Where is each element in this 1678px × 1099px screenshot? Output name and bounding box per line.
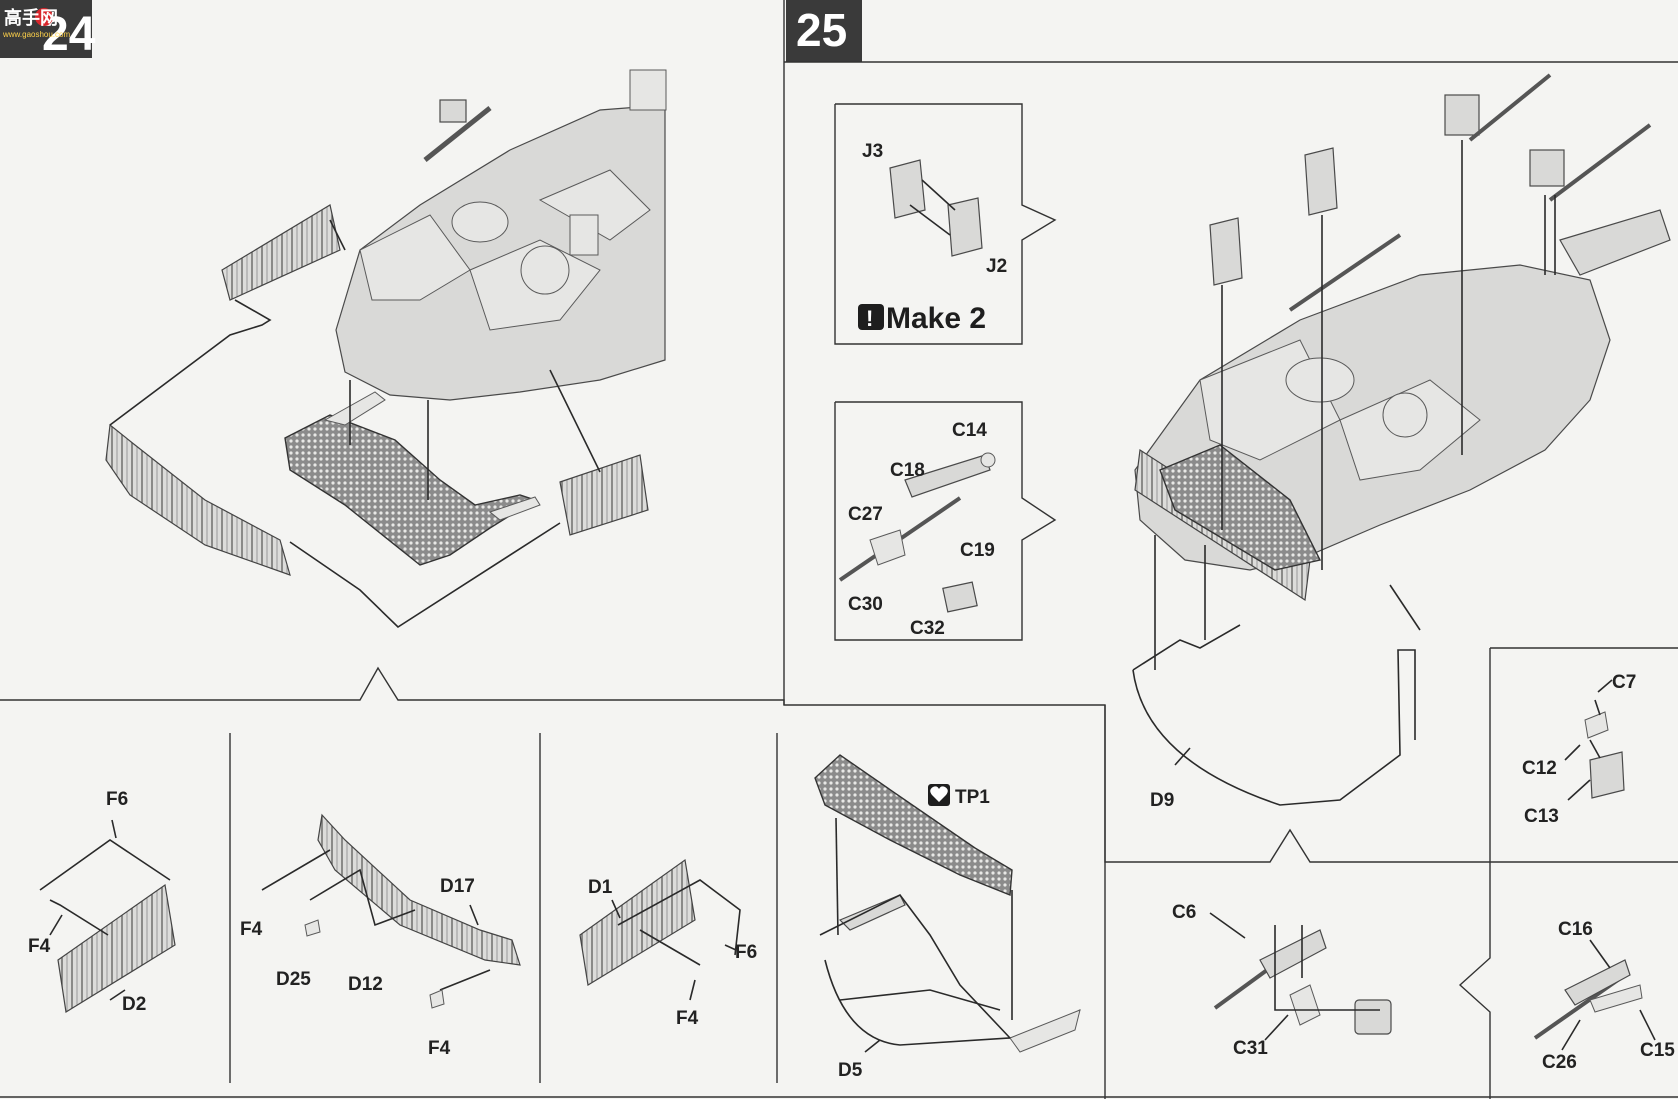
label-c6: C6 (1172, 902, 1196, 923)
label-f4: F4 (240, 919, 263, 940)
exclamation-icon: ! (858, 304, 884, 331)
logo-text: 高手网 (4, 7, 58, 28)
main-left-assembly (105, 69, 667, 629)
label-c7: C7 (1612, 672, 1636, 693)
label-c27: C27 (848, 504, 883, 525)
label-d9: D9 (1150, 790, 1174, 811)
bottom-panel-4: TP1 D5 (814, 754, 1081, 1081)
subassembly-c16: C16 C26 C15 (1533, 919, 1675, 1073)
broken-heart-icon (928, 784, 950, 806)
label-d5: D5 (838, 1060, 863, 1081)
main-right-assembly: D9 (1132, 73, 1671, 811)
label-d17: D17 (440, 876, 475, 897)
label-c19: C19 (960, 540, 995, 561)
label-j3: J3 (862, 141, 883, 162)
label-tp1: TP1 (955, 787, 990, 808)
logo-subtext: www.gaoshou.com (2, 30, 70, 39)
subassembly-jerrycan: J3 J2 ! Make 2 (834, 103, 1057, 345)
label-f4-2: F4 (428, 1038, 451, 1059)
page-logo: 24 高手网 www.gaoshou.com (0, 0, 96, 61)
label-c30: C30 (848, 594, 883, 615)
label-c16: C16 (1558, 919, 1593, 940)
label-f6: F6 (735, 942, 757, 963)
label-c14: C14 (952, 420, 987, 441)
bottom-panel-1: F6 F4 D2 (28, 789, 176, 1015)
subassembly-c6: C6 C31 (1172, 902, 1392, 1059)
label-d12: D12 (348, 974, 383, 995)
label-c26: C26 (1542, 1052, 1577, 1073)
label-f6: F6 (106, 789, 128, 810)
label-c15: C15 (1640, 1040, 1675, 1061)
label-f4: F4 (676, 1008, 699, 1029)
label-j2: J2 (986, 256, 1007, 277)
svg-text:!: ! (866, 306, 873, 331)
label-c18: C18 (890, 460, 925, 481)
label-d2: D2 (122, 994, 146, 1015)
step-badge: 25 (786, 0, 862, 62)
label-c13: C13 (1524, 806, 1559, 827)
bottom-panel-2: F4 D17 D25 D12 F4 (240, 813, 521, 1059)
label-f4: F4 (28, 936, 51, 957)
make-note: Make 2 (886, 302, 986, 335)
subassembly-mg: C14 C18 C27 C19 C30 C32 (834, 401, 1057, 641)
subassembly-c7: C7 C12 C13 (1522, 672, 1636, 827)
step-number: 25 (796, 4, 847, 56)
label-d25: D25 (276, 969, 311, 990)
label-d1: D1 (588, 877, 613, 898)
label-c12: C12 (1522, 758, 1557, 779)
bottom-panel-3: D1 F6 F4 (579, 858, 757, 1029)
label-c31: C31 (1233, 1038, 1268, 1059)
label-c32: C32 (910, 618, 945, 639)
